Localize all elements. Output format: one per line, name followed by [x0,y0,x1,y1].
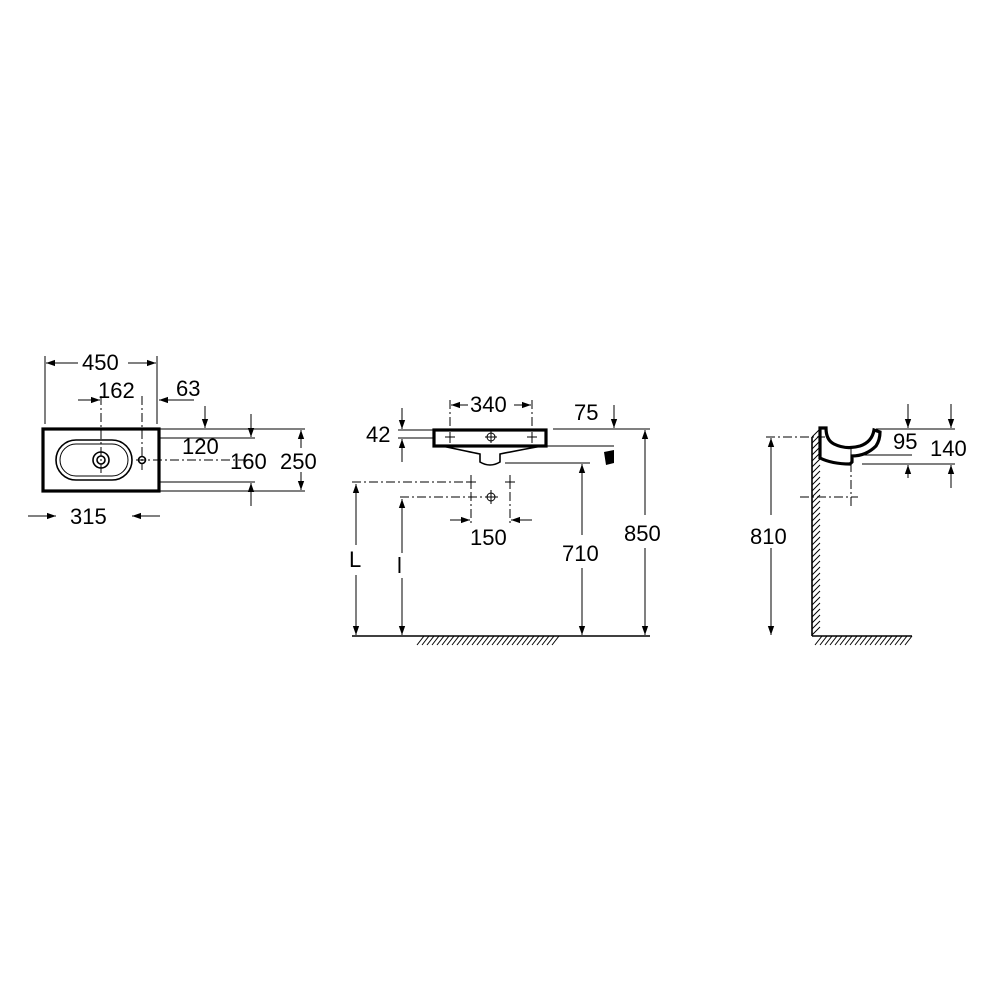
bowl-inner-top [59,443,129,477]
dim-42-label: 42 [366,422,390,447]
dim-l-label: l [397,553,402,578]
dim-L-label: L [349,547,361,572]
dim-850-label: 850 [624,521,661,546]
side-floor-hatching [814,635,913,646]
dim-710-label: 710 [562,541,599,566]
dim-140-label: 140 [930,436,967,461]
basin-profile-side [818,426,882,466]
dim-340-label: 340 [470,392,507,417]
wall-bracket-icon [604,450,614,465]
dim-150-label: 150 [470,525,507,550]
bowl-outline-top [55,439,133,481]
dim-810-label: 810 [750,524,787,549]
dim-160-label: 160 [230,449,267,474]
dim-63-label: 63 [176,376,200,401]
tap-hole-icon [527,432,537,443]
outlet-icon [505,477,515,487]
tap-hole-icon [485,431,497,443]
dim-95-label: 95 [893,429,917,454]
dim-75-label: 75 [574,400,598,425]
dim-250-label: 250 [280,449,317,474]
outlet-icon [485,491,497,503]
outlet-icon [466,477,476,487]
dim-162-label: 162 [98,378,135,403]
tap-hole-icon [445,432,455,443]
top-view: 450 162 63 315 120 160 250 [28,350,317,529]
dim-120-label: 120 [182,434,219,459]
basin-outline-front [432,428,548,448]
dim-450-label: 450 [82,350,119,375]
bowl-outline-front [441,445,543,466]
side-view: 95 140 810 [750,404,967,646]
dim-315-label: 315 [70,504,107,529]
front-view: 340 42 75 150 L [349,392,661,646]
wall-hatching [811,428,821,636]
floor-hatching [416,635,560,646]
